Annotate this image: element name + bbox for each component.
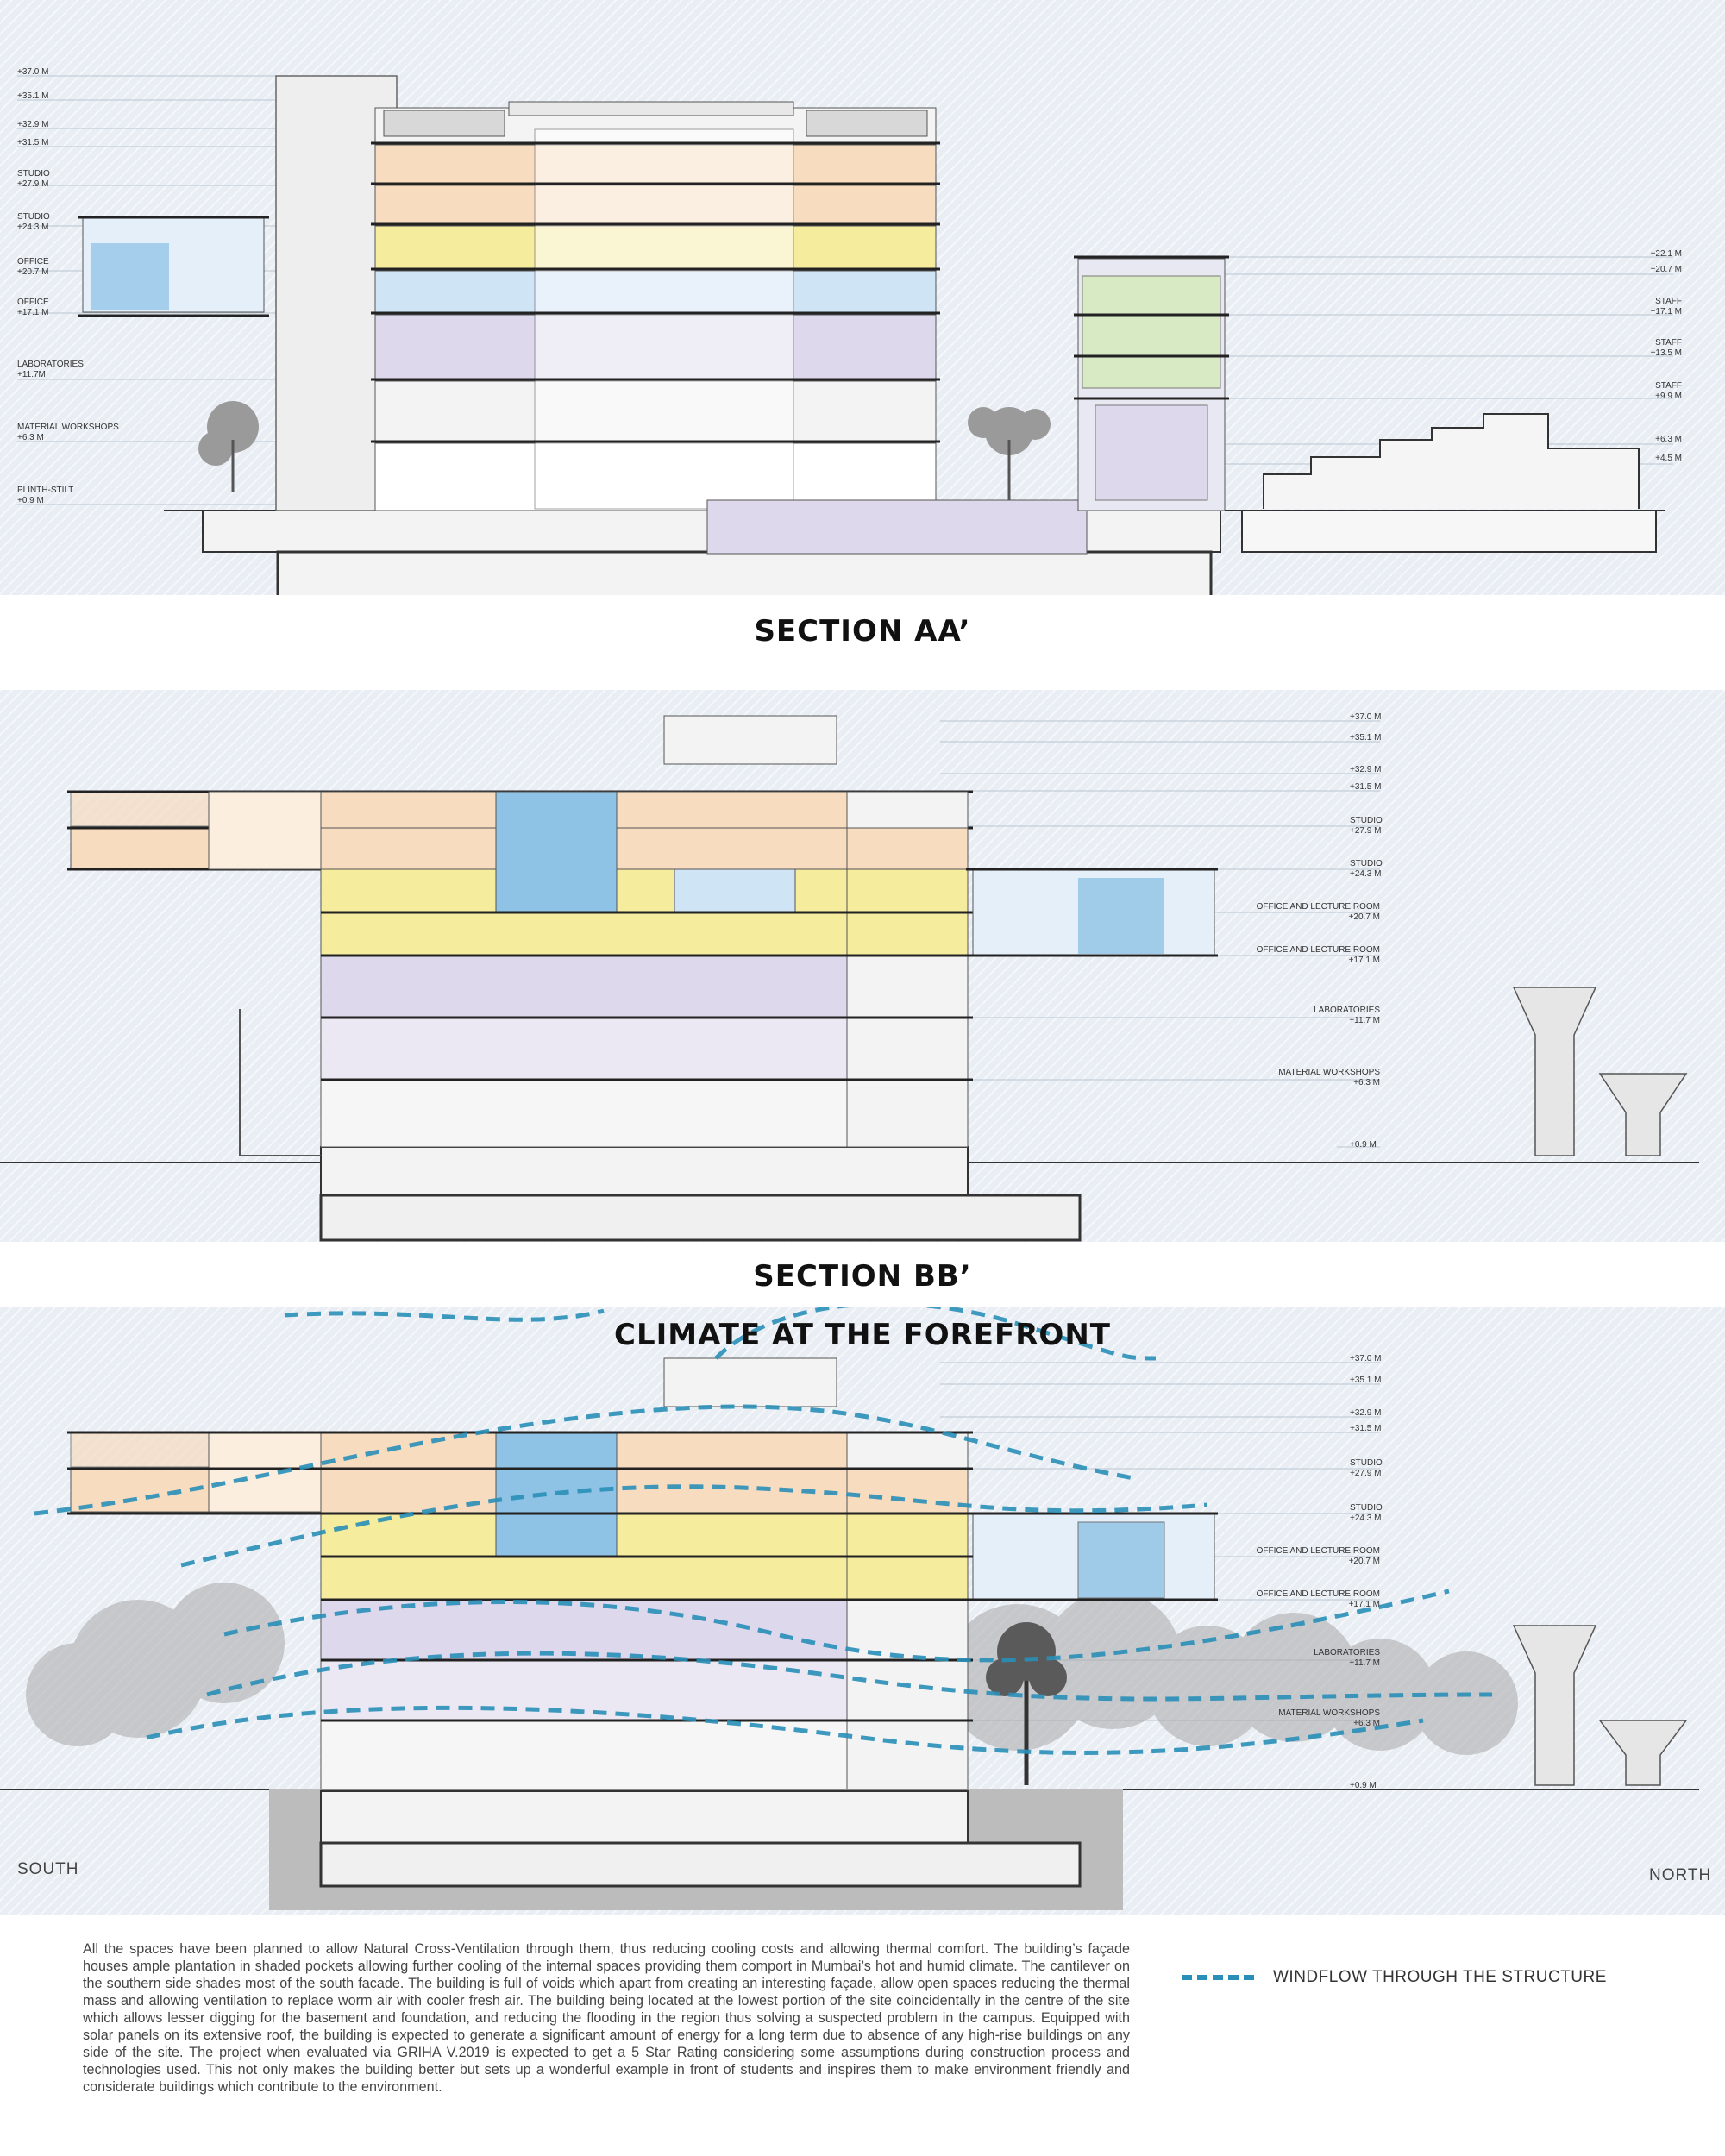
level-marker: OFFICE AND LECTURE ROOM+20.7 M <box>1256 902 1380 922</box>
south-label: SOUTH <box>17 1860 79 1878</box>
level-marker: +0.9 M <box>1350 1781 1377 1790</box>
description-paragraph: All the spaces have been planned to allo… <box>83 1941 1130 2095</box>
section-aa-title: SECTION AA’ <box>754 614 971 649</box>
level-marker: STUDIO+24.3 M <box>1350 1503 1383 1523</box>
level-marker: OFFICE AND LECTURE ROOM+17.1 M <box>1256 945 1380 965</box>
windflow-dash-icon <box>1182 1975 1258 1980</box>
level-marker: OFFICE AND LECTURE ROOM+17.1 M <box>1256 1589 1380 1609</box>
level-marker: STUDIO+24.3 M <box>17 212 50 232</box>
north-label: NORTH <box>1649 1866 1712 1884</box>
level-marker: STUDIO+27.9 M <box>1350 1458 1383 1478</box>
climate-panel: +37.0 M +35.1 M +32.9 M +31.5 M STUDIO+2… <box>0 1307 1725 1915</box>
level-marker: +31.5 M <box>1350 782 1382 792</box>
level-marker: STAFF+17.1 M <box>1650 297 1682 317</box>
level-marker: MATERIAL WORKSHOPS+6.3 M <box>1278 1068 1380 1087</box>
level-marker: +35.1 M <box>1350 1376 1382 1385</box>
level-marker: +31.5 M <box>1350 1424 1382 1433</box>
level-marker: +6.3 M <box>1655 435 1682 444</box>
level-marker: +32.9 M <box>17 120 49 129</box>
climate-drawing <box>0 1307 1699 1910</box>
level-marker: LABORATORIES+11.7 M <box>1314 1648 1380 1668</box>
level-marker: +35.1 M <box>1350 733 1382 743</box>
level-marker: +20.7 M <box>1650 265 1682 274</box>
level-marker: PLINTH-STILT+0.9 M <box>17 486 74 505</box>
level-marker: +32.9 M <box>1350 765 1382 774</box>
level-marker: OFFICE+17.1 M <box>17 298 49 317</box>
level-marker: STUDIO+27.9 M <box>17 169 50 189</box>
level-marker: +4.5 M <box>1655 454 1682 463</box>
level-marker: +35.1 M <box>17 91 49 101</box>
level-marker: +37.0 M <box>17 67 49 77</box>
windflow-legend: WINDFLOW THROUGH THE STRUCTURE <box>1182 1965 1607 1990</box>
level-marker: STUDIO+27.9 M <box>1350 816 1383 836</box>
section-bb-panel: +37.0 M +35.1 M +32.9 M +31.5 M STUDIO+2… <box>0 690 1725 1242</box>
level-marker: +37.0 M <box>1350 712 1382 722</box>
level-marker: +37.0 M <box>1350 1354 1382 1363</box>
level-marker: OFFICE+20.7 M <box>17 257 49 277</box>
level-marker: +0.9 M <box>1350 1140 1377 1150</box>
level-marker: +31.5 M <box>17 138 49 147</box>
level-marker: STAFF+9.9 M <box>1655 381 1682 401</box>
windflow-legend-label: WINDFLOW THROUGH THE STRUCTURE <box>1273 1968 1607 1986</box>
section-bb-drawing <box>0 715 1699 1242</box>
level-marker: MATERIAL WORKSHOPS+6.3 M <box>17 423 119 442</box>
section-aa-panel: +37.0 M +35.1 M +32.9 M +31.5 M STUDIO+2… <box>0 0 1725 595</box>
climate-title: CLIMATE AT THE FOREFRONT <box>614 1318 1111 1352</box>
level-marker: LABORATORIES+11.7 M <box>1314 1006 1380 1025</box>
level-marker: STAFF+13.5 M <box>1650 338 1682 358</box>
level-marker: +32.9 M <box>1350 1408 1382 1418</box>
level-marker: LABORATORIES+11.7M <box>17 360 84 379</box>
section-bb-title: SECTION BB’ <box>753 1259 972 1294</box>
level-marker: MATERIAL WORKSHOPS+6.3 M <box>1278 1708 1380 1728</box>
level-marker: OFFICE AND LECTURE ROOM+20.7 M <box>1256 1546 1380 1566</box>
section-aa-drawing <box>17 75 1673 595</box>
level-marker: STUDIO+24.3 M <box>1350 859 1383 879</box>
level-marker: +22.1 M <box>1650 249 1682 259</box>
